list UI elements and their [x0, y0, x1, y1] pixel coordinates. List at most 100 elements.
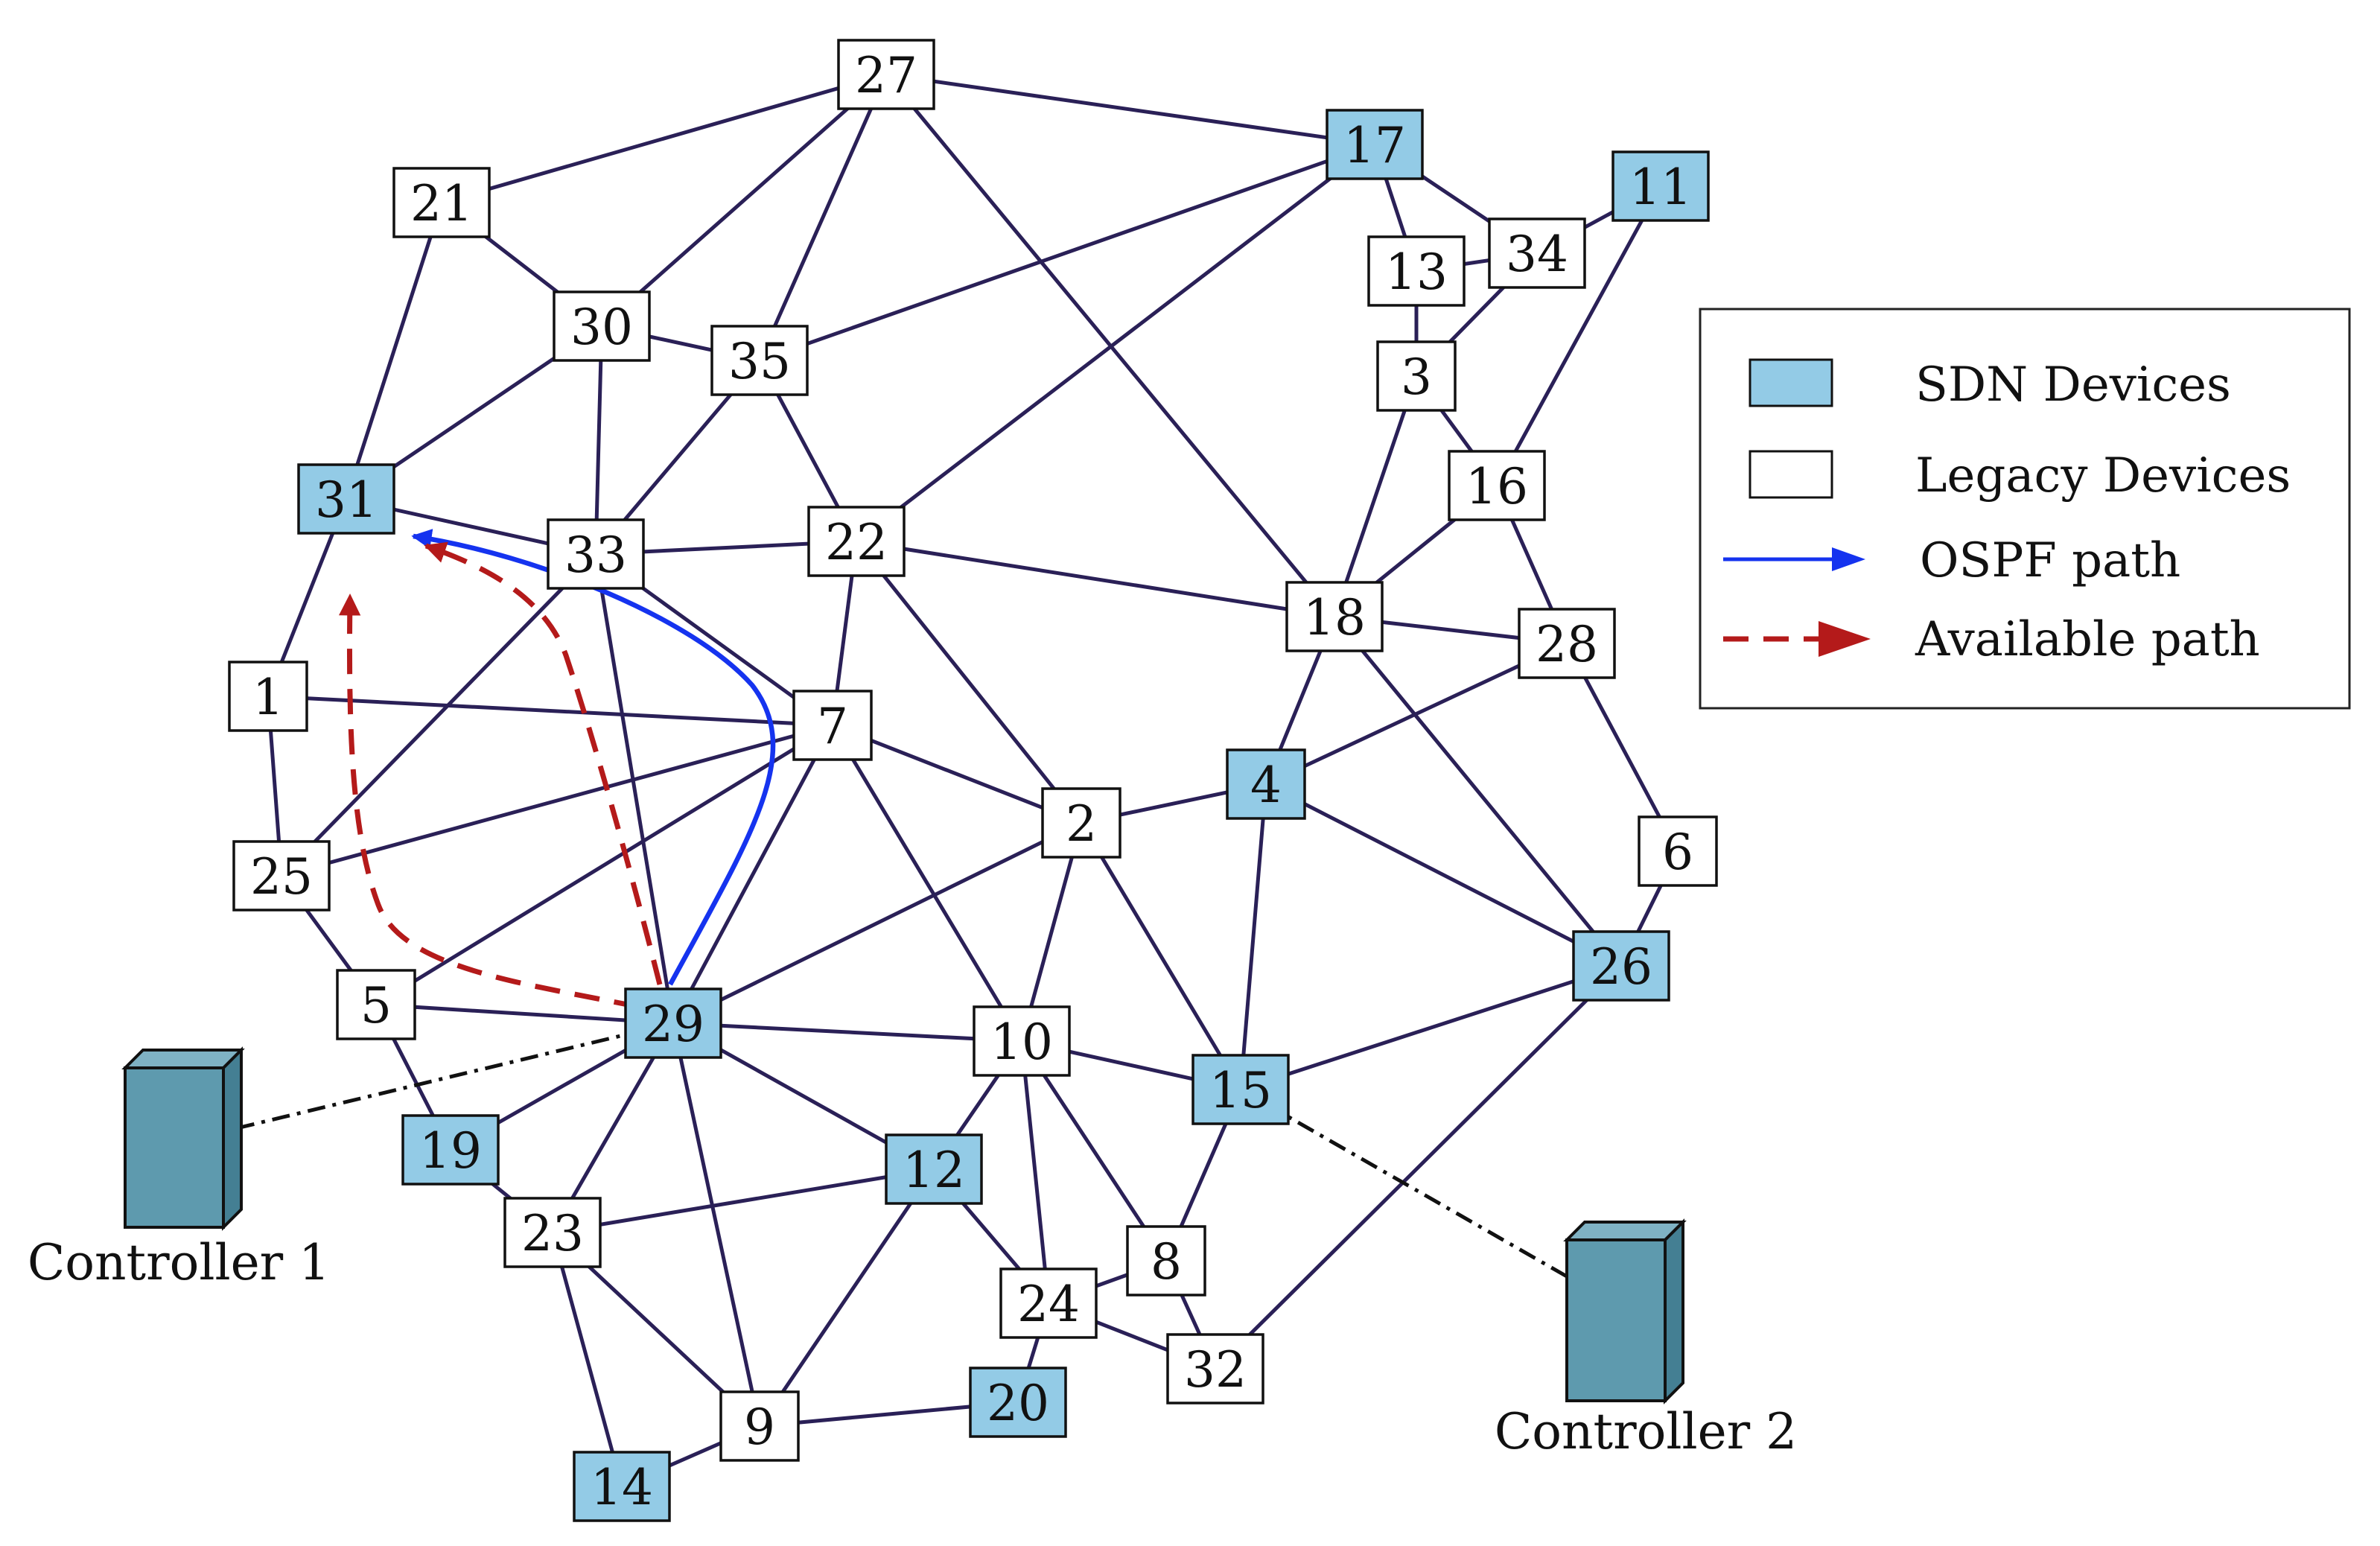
device-label: 21 — [410, 175, 473, 232]
device-label: 7 — [817, 698, 848, 755]
device-12-sdn: 12 — [885, 1133, 983, 1205]
device-23-legacy: 23 — [503, 1197, 602, 1268]
links-layer — [266, 72, 1680, 1489]
device-box — [1166, 1333, 1264, 1405]
device-label: 8 — [1151, 1233, 1182, 1291]
device-20-sdn: 20 — [969, 1367, 1067, 1438]
device-label: 12 — [903, 1142, 965, 1199]
device-34-legacy: 34 — [1488, 217, 1586, 289]
device-label: 14 — [591, 1459, 653, 1516]
device-box — [807, 506, 906, 577]
controller-top-face — [1563, 1221, 1687, 1241]
link-17-22 — [855, 143, 1376, 543]
link-10-8 — [1019, 1040, 1168, 1262]
device-label: 28 — [1536, 616, 1598, 673]
link-7-5 — [375, 723, 834, 1007]
device-2-legacy: 2 — [1041, 787, 1121, 859]
link-23-12 — [552, 1167, 935, 1235]
device-box — [1376, 340, 1457, 412]
device-label: 33 — [564, 527, 627, 584]
device-box — [1488, 217, 1586, 289]
controller-2: Controller 2 — [1495, 1218, 1797, 1460]
controller-side-face — [1664, 1218, 1684, 1405]
device-8-legacy: 8 — [1126, 1225, 1206, 1297]
link-4-26 — [1264, 782, 1623, 968]
device-box — [1226, 748, 1306, 820]
legend-available-arrowhead — [1819, 621, 1871, 657]
ospf-path — [411, 529, 776, 986]
device-box — [1448, 450, 1546, 521]
device-box — [1326, 109, 1424, 180]
device-label: 35 — [728, 333, 791, 390]
link-26-32 — [1214, 964, 1623, 1370]
device-label: 27 — [855, 47, 917, 104]
device-label: 24 — [1017, 1276, 1080, 1333]
device-label: 15 — [1209, 1062, 1272, 1119]
device-box — [297, 463, 395, 535]
device-box — [973, 1005, 1071, 1077]
device-5-legacy: 5 — [336, 969, 416, 1040]
link-2-29 — [672, 821, 1083, 1025]
legend: SDN Devices Legacy Devices OSPF path Ava… — [1699, 308, 2351, 710]
device-box — [624, 987, 722, 1059]
device-22-legacy: 22 — [807, 506, 906, 577]
device-label: 5 — [360, 977, 392, 1034]
controller-icon — [1565, 1238, 1667, 1402]
device-label: 16 — [1466, 458, 1528, 515]
device-label: 3 — [1401, 349, 1432, 406]
device-box — [792, 690, 873, 761]
link-28-4 — [1264, 641, 1568, 786]
device-label: 10 — [990, 1014, 1053, 1071]
legend-sdn-label: SDN Devices — [1915, 357, 2231, 413]
device-label: 9 — [744, 1399, 775, 1456]
controller-link-c1 — [236, 1021, 674, 1130]
controller-link-c2 — [1239, 1087, 1568, 1279]
device-17-sdn: 17 — [1326, 109, 1424, 180]
device-21-legacy: 21 — [392, 167, 491, 238]
link-21-31 — [344, 202, 444, 500]
device-label: 31 — [315, 471, 378, 529]
device-16-legacy: 16 — [1448, 450, 1546, 521]
controller-icon — [124, 1066, 225, 1229]
link-7-29 — [671, 724, 835, 1025]
device-10-legacy: 10 — [973, 1005, 1071, 1077]
link-1-7 — [267, 694, 833, 728]
link-3-18 — [1332, 375, 1419, 617]
device-box — [573, 1451, 671, 1522]
device-label: 11 — [1629, 159, 1692, 216]
device-35-legacy: 35 — [710, 325, 809, 396]
device-3-legacy: 3 — [1376, 340, 1457, 412]
device-box — [553, 290, 651, 362]
device-box — [969, 1367, 1067, 1438]
device-label: 1 — [252, 669, 284, 726]
device-box — [228, 661, 308, 732]
device-box — [232, 840, 331, 912]
device-box — [1367, 235, 1466, 307]
device-28-legacy: 28 — [1518, 608, 1616, 679]
device-label: 6 — [1662, 824, 1693, 881]
device-box — [1611, 150, 1710, 222]
device-29-sdn: 29 — [624, 987, 722, 1059]
device-box — [885, 1133, 983, 1205]
link-29-9 — [671, 1022, 762, 1427]
device-label: 32 — [1184, 1341, 1247, 1399]
device-box — [503, 1197, 602, 1268]
device-25-legacy: 25 — [232, 840, 331, 912]
device-label: 13 — [1385, 244, 1448, 301]
device-label: 19 — [419, 1122, 482, 1180]
device-14-sdn: 14 — [573, 1451, 671, 1522]
device-box — [547, 518, 645, 590]
device-label: 30 — [570, 299, 633, 356]
device-label: 17 — [1343, 117, 1406, 174]
legend-ospf-arrowhead — [1832, 547, 1865, 571]
link-11-16 — [1495, 185, 1663, 487]
available-path-via-5 — [338, 594, 640, 1010]
link-30-33 — [594, 325, 604, 555]
legend-ospf-label: OSPF path — [1920, 533, 2180, 588]
device-box — [1041, 787, 1121, 859]
link-7-2 — [832, 723, 1082, 825]
link-4-15 — [1238, 783, 1268, 1090]
device-box — [1518, 608, 1616, 679]
